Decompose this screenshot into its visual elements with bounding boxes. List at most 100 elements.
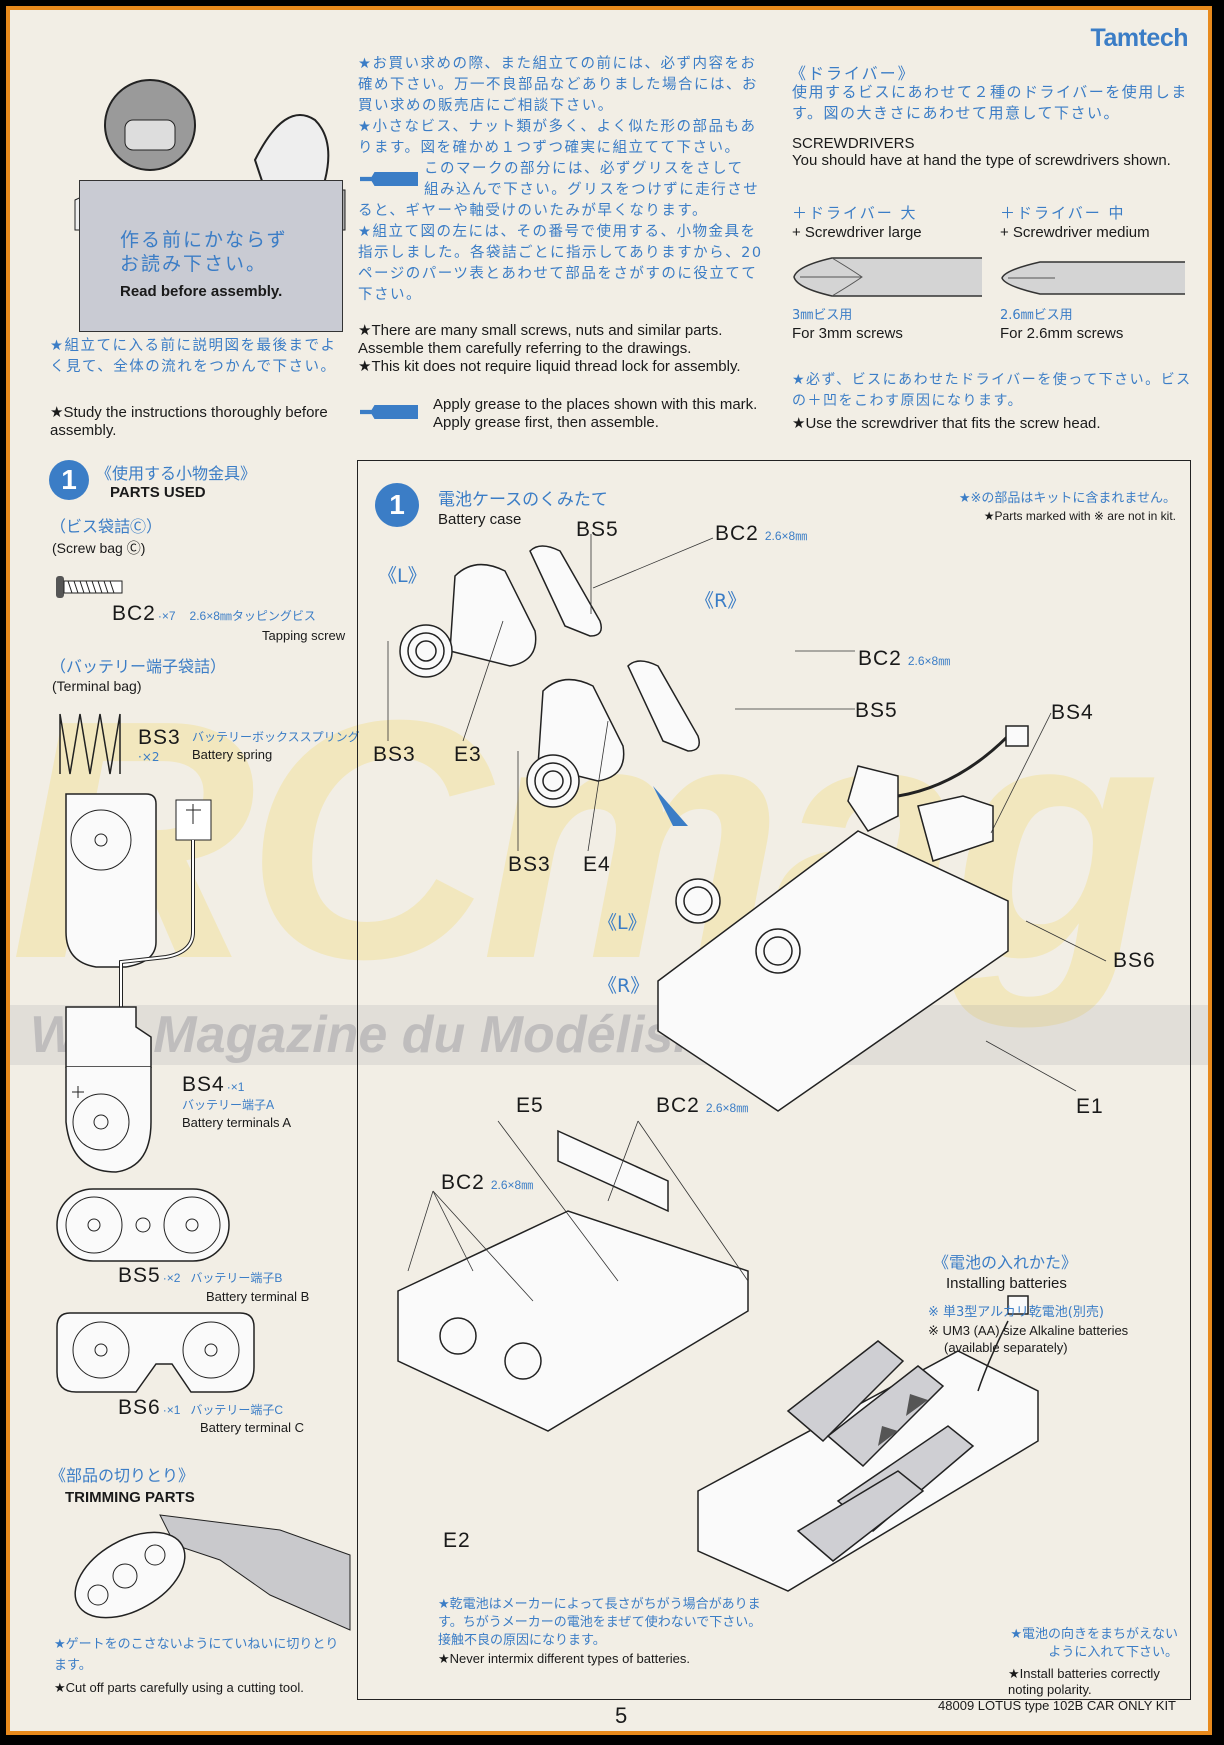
bc2-code: BC2·×7 2.6×8㎜タッピングビス <box>112 602 316 626</box>
sign-en: Read before assembly. <box>120 283 283 300</box>
label-bc2-top-text: BC2 <box>656 1094 700 1117</box>
sign-jp-2: お読み下さい。 <box>120 253 268 275</box>
trimming-title-jp: 《部品の切りとり》 <box>50 1466 195 1485</box>
note-grease-a: このマークの部分には、必ずグリスをさして <box>424 161 744 177</box>
note-small-parts: ★小さなビス、ナット類が多く、よく似た形の部品もあります。図を確かめ１つずつ確実… <box>358 119 757 156</box>
battery-spring-icon <box>59 713 121 775</box>
step-title-jp: 電池ケースのくみたて <box>438 490 608 510</box>
study-en: ★Study the instructions thoroughly befor… <box>50 404 328 439</box>
battery-type-en-1: ※ UM3 (AA) size Alkaline batteries <box>928 1323 1129 1338</box>
medium-driver-en: + Screwdriver medium <box>1000 224 1150 241</box>
tapping-screw-icon <box>56 576 123 598</box>
bs5-code: BS5·×2 バッテリー端子B <box>118 1264 282 1288</box>
screwdriver-note-jp: ★必ず、ビスにあわせたドライバーを使って下さい。ビスの＋凹をこわす原因になります… <box>792 372 1192 409</box>
install-title-en: Installing batteries <box>946 1275 1067 1292</box>
large-screwdriver-icon <box>793 257 982 297</box>
polarity-note-jp: ★電池の向きをまちがえないように入れて下さい。 <box>1010 1627 1178 1660</box>
screwdrivers-title-en: SCREWDRIVERS <box>792 135 915 152</box>
bc2-qty: ·×7 <box>157 609 176 623</box>
bs6-jp: バッテリー端子C <box>190 1403 284 1417</box>
battery-case-exploded-diagram <box>387 534 1107 1592</box>
note-thread-lock-en: ★This kit does not require liquid thread… <box>358 358 741 375</box>
label-bc2-top: BC2 2.6×8㎜ <box>656 1094 748 1118</box>
label-bc2-mid-text: BC2 <box>441 1171 485 1194</box>
label-bs4: BS4 <box>1051 701 1094 724</box>
large-use-en: For 3mm screws <box>792 325 903 342</box>
label-bc2-left: BC2 2.6×8㎜ <box>715 522 807 546</box>
bs3-code: BS3 <box>138 726 181 749</box>
label-bc2-right-text: BC2 <box>858 647 902 670</box>
kit-name: 48009 LOTUS type 102B CAR ONLY KIT <box>938 1698 1176 1713</box>
bs3-en: Battery spring <box>192 747 273 762</box>
terminal-bag-en: (Terminal bag) <box>52 678 142 694</box>
label-e5: E5 <box>516 1094 544 1117</box>
screwdrivers-desc-en: You should have at hand the type of scre… <box>792 152 1171 169</box>
bs4-qty: ·×1 <box>226 1080 245 1094</box>
install-title-jp: 《電池の入れかた》 <box>933 1253 1078 1272</box>
label-bs3-left: BS3 <box>373 743 416 766</box>
screw-bag-jp: （ビス袋詰Ⓒ） <box>50 517 163 536</box>
bc2-jp: 2.6×8㎜タッピングビス <box>189 609 316 623</box>
label-dim: 2.6×8㎜ <box>764 529 808 543</box>
medium-use-jp: 2.6㎜ビス用 <box>1000 308 1073 323</box>
label-dim: 2.6×8㎜ <box>705 1101 749 1115</box>
screw-bag-en: (Screw bag Ⓒ) <box>52 540 146 556</box>
bs6-qty: ·×1 <box>162 1403 181 1417</box>
label-R-2: 《R》 <box>598 975 650 997</box>
large-driver-jp: ＋ドライバー 大 <box>792 204 918 222</box>
label-dim: 2.6×8㎜ <box>490 1178 534 1192</box>
label-R: 《R》 <box>695 590 747 612</box>
bs3-jp: バッテリーボックススプリング <box>192 730 360 744</box>
mix-note-jp: ★乾電池はメーカーによって長さがちがう場合があります。ちがうメーカーの電池をまぜ… <box>438 1597 762 1648</box>
bc2-en: Tapping screw <box>262 628 346 643</box>
large-use-jp: 3㎜ビス用 <box>792 308 853 323</box>
parts-title-jp: 《使用する小物金具》 <box>96 464 257 483</box>
label-e1: E1 <box>1076 1095 1104 1118</box>
note-check-contents: ★お買い求めの際、また組立ての前には、必ず内容をお確め下さい。万一不良部品などあ… <box>358 56 758 114</box>
label-bc2-mid: BC2 2.6×8㎜ <box>441 1171 533 1195</box>
label-L-2: 《L》 <box>598 912 647 934</box>
medium-screwdriver-icon <box>1001 261 1185 295</box>
label-bc2-left-text: BC2 <box>715 522 759 545</box>
bc2-code-text: BC2 <box>112 602 156 625</box>
step-number-badge: 1 <box>375 483 419 527</box>
parts-title-en: PARTS USED <box>110 484 206 501</box>
bs5-jp: バッテリー端子B <box>190 1271 283 1285</box>
bs5-en: Battery terminal B <box>206 1289 310 1304</box>
label-e4: E4 <box>583 853 611 876</box>
note-parts-index: ★組立て図の左には、その番号で使用する、小物金具を指示しました。各袋詰ごとに指示… <box>358 224 763 303</box>
brand-logo: Tamtech <box>1090 24 1189 52</box>
bs6-en: Battery terminal C <box>200 1420 305 1435</box>
battery-case-step-panel: 1 電池ケースのくみたて Battery case ★※の部品はキットに含まれま… <box>357 460 1191 1700</box>
battery-type-en-2: (available separately) <box>944 1340 1068 1355</box>
trimming-title-en: TRIMMING PARTS <box>65 1489 195 1506</box>
trimming-note-en: ★Cut off parts carefully using a cutting… <box>54 1680 304 1695</box>
step-number-badge: 1 <box>49 460 89 500</box>
bs4-code: BS4·×1 <box>182 1073 244 1097</box>
note-small-parts-en: ★There are many small screws, nuts and s… <box>358 322 723 357</box>
instruction-page: RCmag Web Magazine du Modélisme RC Tamte… <box>6 6 1212 1735</box>
step-title-en: Battery case <box>438 511 522 528</box>
battery-type-jp: ※ 単3型アルカリ乾電池(別売) <box>928 1305 1104 1320</box>
study-jp: ★組立てに入る前に説明図を最後までよく見て、全体の流れをつかんで下さい。 <box>50 338 337 375</box>
bs4-en: Battery terminals A <box>182 1115 292 1130</box>
large-driver-en: + Screwdriver large <box>792 224 922 241</box>
label-bs3-right: BS3 <box>508 853 551 876</box>
trimming-illustration <box>74 1514 351 1631</box>
bs5-qty: ·×2 <box>162 1271 181 1285</box>
battery-terminal-c-icon <box>56 1312 255 1393</box>
terminal-bag-jp: （バッテリー端子袋詰） <box>50 657 227 676</box>
medium-use-en: For 2.6mm screws <box>1000 325 1124 342</box>
not-in-kit-en: ★Parts marked with ※ are not in kit. <box>983 509 1176 523</box>
label-bs5-left: BS5 <box>576 518 619 541</box>
not-in-kit-jp: ★※の部品はキットに含まれません。 <box>958 491 1176 506</box>
read-sign: 作る前にかならず お読み下さい。 Read before assembly. <box>79 180 343 332</box>
page-number: 5 <box>615 1703 628 1728</box>
note-grease-b: 組み込んで下さい。グリスをつけずに走行させると、ギヤーや軸受けのいたみが早くなり… <box>358 182 760 219</box>
mix-note-en: ★Never intermix different types of batte… <box>438 1651 691 1666</box>
medium-driver-jp: ＋ドライバー 中 <box>1000 204 1126 222</box>
bs5-code-text: BS5 <box>118 1264 161 1287</box>
label-bs5-right: BS5 <box>855 699 898 722</box>
trimming-note-jp: ★ゲートをのこさないようにていねいに切りとります。 <box>54 1637 339 1673</box>
